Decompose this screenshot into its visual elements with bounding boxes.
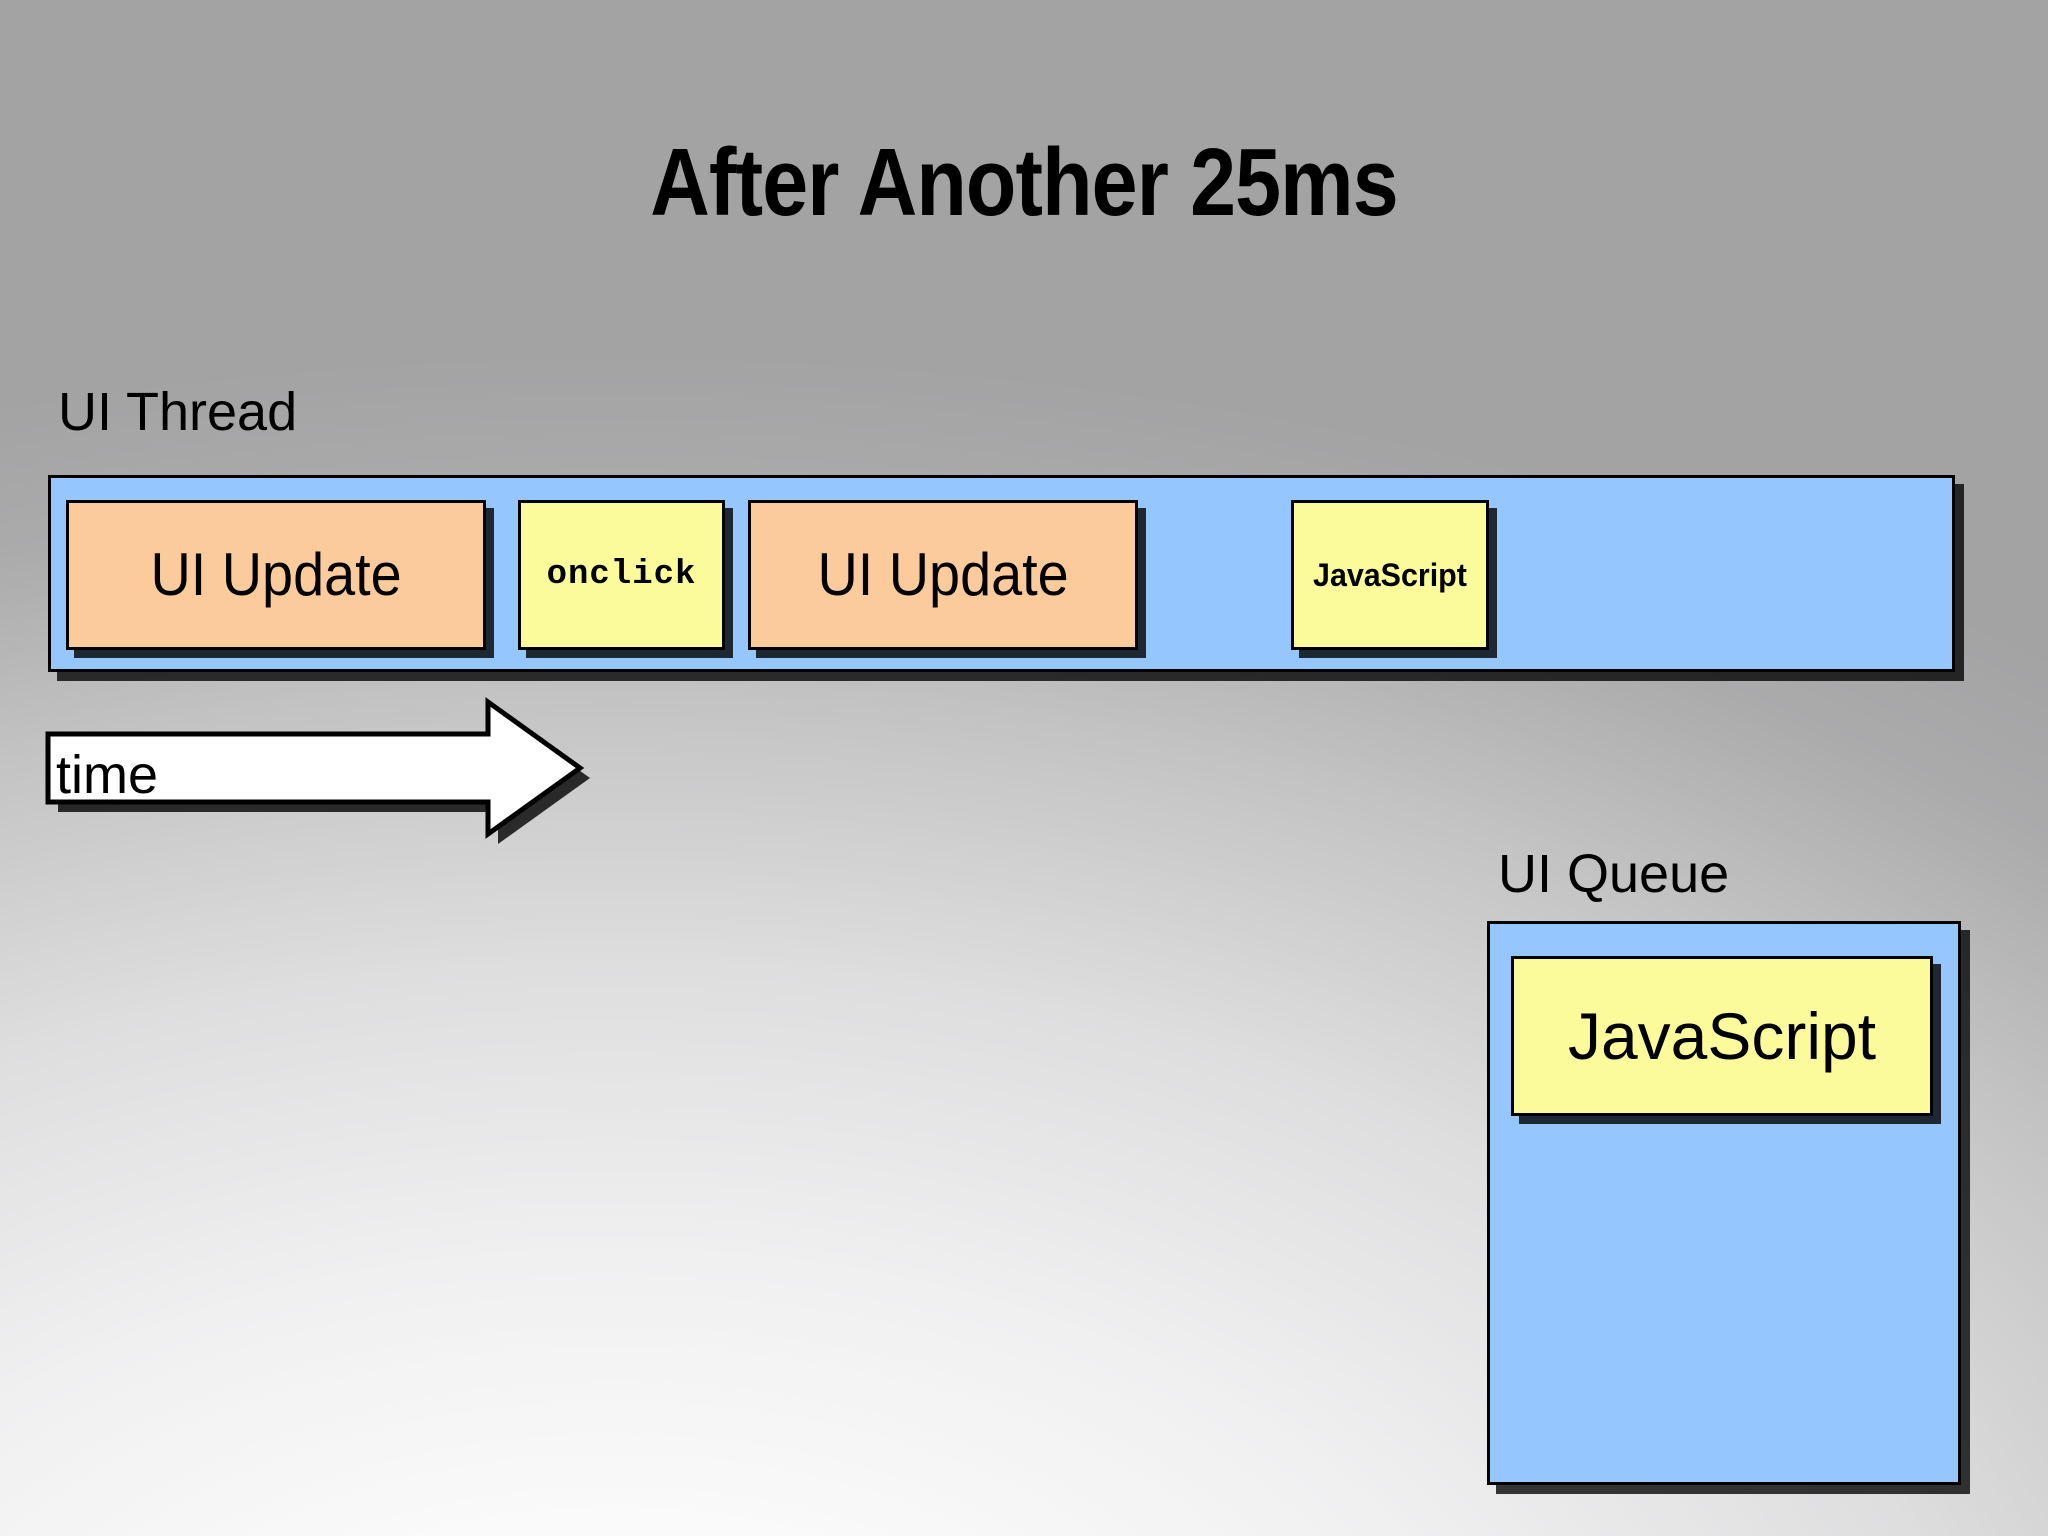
ui-thread-label: UI Thread [58,382,298,442]
time-axis-arrow: time [40,690,600,850]
timeline-block-ui-update-2[interactable]: UI Update [748,500,1138,650]
ui-queue-container: JavaScript [1487,921,1961,1485]
ui-queue-label: UI Queue [1498,844,1730,904]
ui-queue-item-label: JavaScript [1567,999,1877,1073]
timeline-block-label: UI Update [150,541,402,608]
timeline-block-javascript[interactable]: JavaScript [1291,500,1489,650]
ui-thread-timeline: UI Update onclick UI Update JavaScript [48,475,1955,672]
page-title: After Another 25ms [650,129,1398,236]
timeline-block-label: UI Update [817,541,1069,608]
timeline-block-ui-update-1[interactable]: UI Update [66,500,486,650]
timeline-block-onclick[interactable]: onclick [518,500,725,650]
ui-queue-item-javascript[interactable]: JavaScript [1511,956,1933,1116]
timeline-block-label: onclick [546,556,697,594]
timeline-block-label: JavaScript [1313,557,1467,593]
time-arrow-icon [45,697,590,844]
time-axis-label: time [56,745,159,805]
